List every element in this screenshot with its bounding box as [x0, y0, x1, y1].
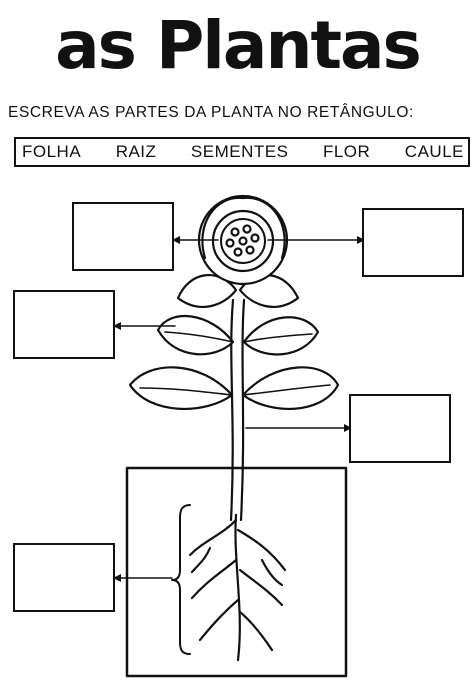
word-bank-item: SEMENTES	[190, 142, 289, 161]
stem-right-line	[239, 298, 246, 522]
page-title: as Plantas	[55, 7, 422, 84]
roots	[188, 513, 287, 662]
answer-box-flower-left[interactable]	[72, 202, 174, 271]
word-bank-item: FOLHA	[22, 142, 82, 161]
flower	[197, 194, 289, 286]
word-bank-item: FLOR	[322, 142, 371, 161]
leaf-lower-right	[241, 366, 340, 411]
word-bank-item: CAULE	[404, 142, 464, 161]
stem-left-line	[229, 298, 235, 522]
arrowheads	[113, 236, 365, 582]
answer-box-root[interactable]	[13, 543, 115, 612]
word-bank: FOLHA RAIZ SEMENTES FLOR CAULE	[14, 137, 470, 167]
root-bracket	[171, 504, 191, 655]
arrows	[117, 239, 361, 579]
word-bank-item: RAIZ	[115, 142, 157, 161]
answer-box-stem[interactable]	[349, 394, 451, 463]
answer-box-flower-right[interactable]	[362, 208, 464, 277]
instruction-text: ESCREVA AS PARTES DA PLANTA NO RETÂNGULO…	[8, 104, 414, 121]
leaf-lower-left	[128, 366, 234, 410]
answer-box-leaf[interactable]	[13, 290, 115, 359]
soil-box	[125, 466, 348, 678]
